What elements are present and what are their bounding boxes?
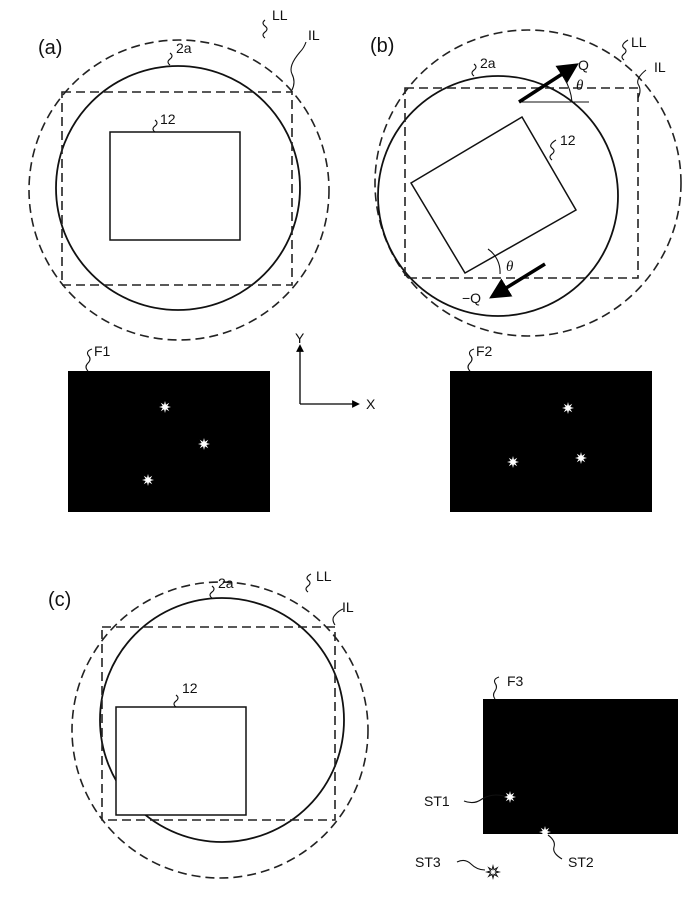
2a-circle bbox=[99, 597, 345, 843]
ll-circle bbox=[71, 581, 369, 879]
star-st3-outline bbox=[486, 865, 500, 879]
label-2a: 2a bbox=[218, 575, 234, 591]
star-mark bbox=[507, 456, 519, 468]
leader bbox=[471, 63, 477, 77]
2a-circle bbox=[377, 75, 619, 317]
leader bbox=[85, 348, 93, 372]
panel-b: (b) θ Q θ −Q 12 2a LL IL bbox=[370, 29, 682, 337]
label-f1: F1 bbox=[94, 343, 111, 359]
label-2a: 2a bbox=[176, 40, 192, 56]
leader bbox=[463, 794, 505, 804]
theta-arc bbox=[563, 77, 573, 103]
panel-a: (a) 2a 12 LL IL bbox=[28, 7, 330, 341]
image-frame bbox=[450, 371, 652, 512]
leader bbox=[547, 834, 563, 860]
2a-circle bbox=[55, 65, 301, 311]
square-12 bbox=[115, 706, 247, 816]
arrow-q bbox=[518, 63, 579, 104]
label-12: 12 bbox=[160, 111, 176, 127]
leader bbox=[467, 348, 475, 372]
label-12: 12 bbox=[182, 680, 198, 696]
arrow-neg-q bbox=[489, 262, 546, 299]
label-st1: ST1 bbox=[424, 793, 450, 809]
il-rect bbox=[61, 91, 293, 286]
label-f3: F3 bbox=[507, 673, 524, 689]
leader bbox=[173, 694, 179, 708]
frame-f2: F2 bbox=[450, 343, 652, 512]
star-mark bbox=[159, 401, 171, 413]
label-ll: LL bbox=[631, 34, 647, 50]
panel-a-label: (a) bbox=[38, 37, 62, 59]
star-mark bbox=[575, 452, 587, 464]
leader bbox=[621, 39, 629, 61]
label-st3: ST3 bbox=[415, 854, 441, 870]
leader bbox=[492, 676, 500, 700]
label-q: Q bbox=[578, 57, 589, 73]
ll-circle bbox=[28, 39, 330, 341]
label-il: IL bbox=[308, 27, 320, 43]
image-frame bbox=[483, 699, 678, 834]
il-rect bbox=[101, 626, 336, 821]
image-frame bbox=[68, 371, 270, 512]
theta-label: θ bbox=[506, 259, 514, 275]
label-il: IL bbox=[342, 599, 354, 615]
panel-c: (c) 2a 12 LL IL bbox=[48, 568, 369, 879]
leader bbox=[167, 52, 173, 66]
frame-f1: F1 bbox=[68, 343, 270, 512]
leader bbox=[549, 139, 557, 161]
square-12-rotated bbox=[409, 115, 578, 275]
leader bbox=[290, 41, 307, 91]
label-il: IL bbox=[654, 59, 666, 75]
y-axis-label: Y bbox=[295, 330, 305, 346]
star-mark bbox=[198, 438, 210, 450]
leader bbox=[305, 573, 312, 593]
label-2a: 2a bbox=[480, 55, 496, 71]
label-st2: ST2 bbox=[568, 854, 594, 870]
leader bbox=[456, 859, 486, 871]
square-12 bbox=[109, 131, 241, 241]
leader bbox=[262, 19, 268, 39]
leader bbox=[637, 69, 647, 99]
x-axis-label: X bbox=[366, 396, 376, 412]
leader bbox=[332, 608, 344, 626]
leader bbox=[152, 119, 158, 133]
label-ll: LL bbox=[316, 568, 332, 584]
label-12: 12 bbox=[560, 132, 576, 148]
leader bbox=[209, 585, 215, 599]
theta-label: θ bbox=[576, 78, 584, 94]
frame-f3: F3 ST1 ST2 ST3 bbox=[415, 673, 678, 879]
label-f2: F2 bbox=[476, 343, 493, 359]
ll-circle bbox=[374, 29, 682, 337]
star-mark bbox=[142, 474, 154, 486]
label-neg-q: −Q bbox=[462, 290, 481, 306]
label-ll: LL bbox=[272, 7, 288, 23]
star-st1 bbox=[504, 791, 516, 803]
panel-b-label: (b) bbox=[370, 35, 394, 57]
theta-arc bbox=[487, 248, 501, 275]
star-mark bbox=[562, 402, 574, 414]
panel-c-label: (c) bbox=[48, 589, 71, 611]
xy-axes: Y X bbox=[295, 330, 376, 412]
